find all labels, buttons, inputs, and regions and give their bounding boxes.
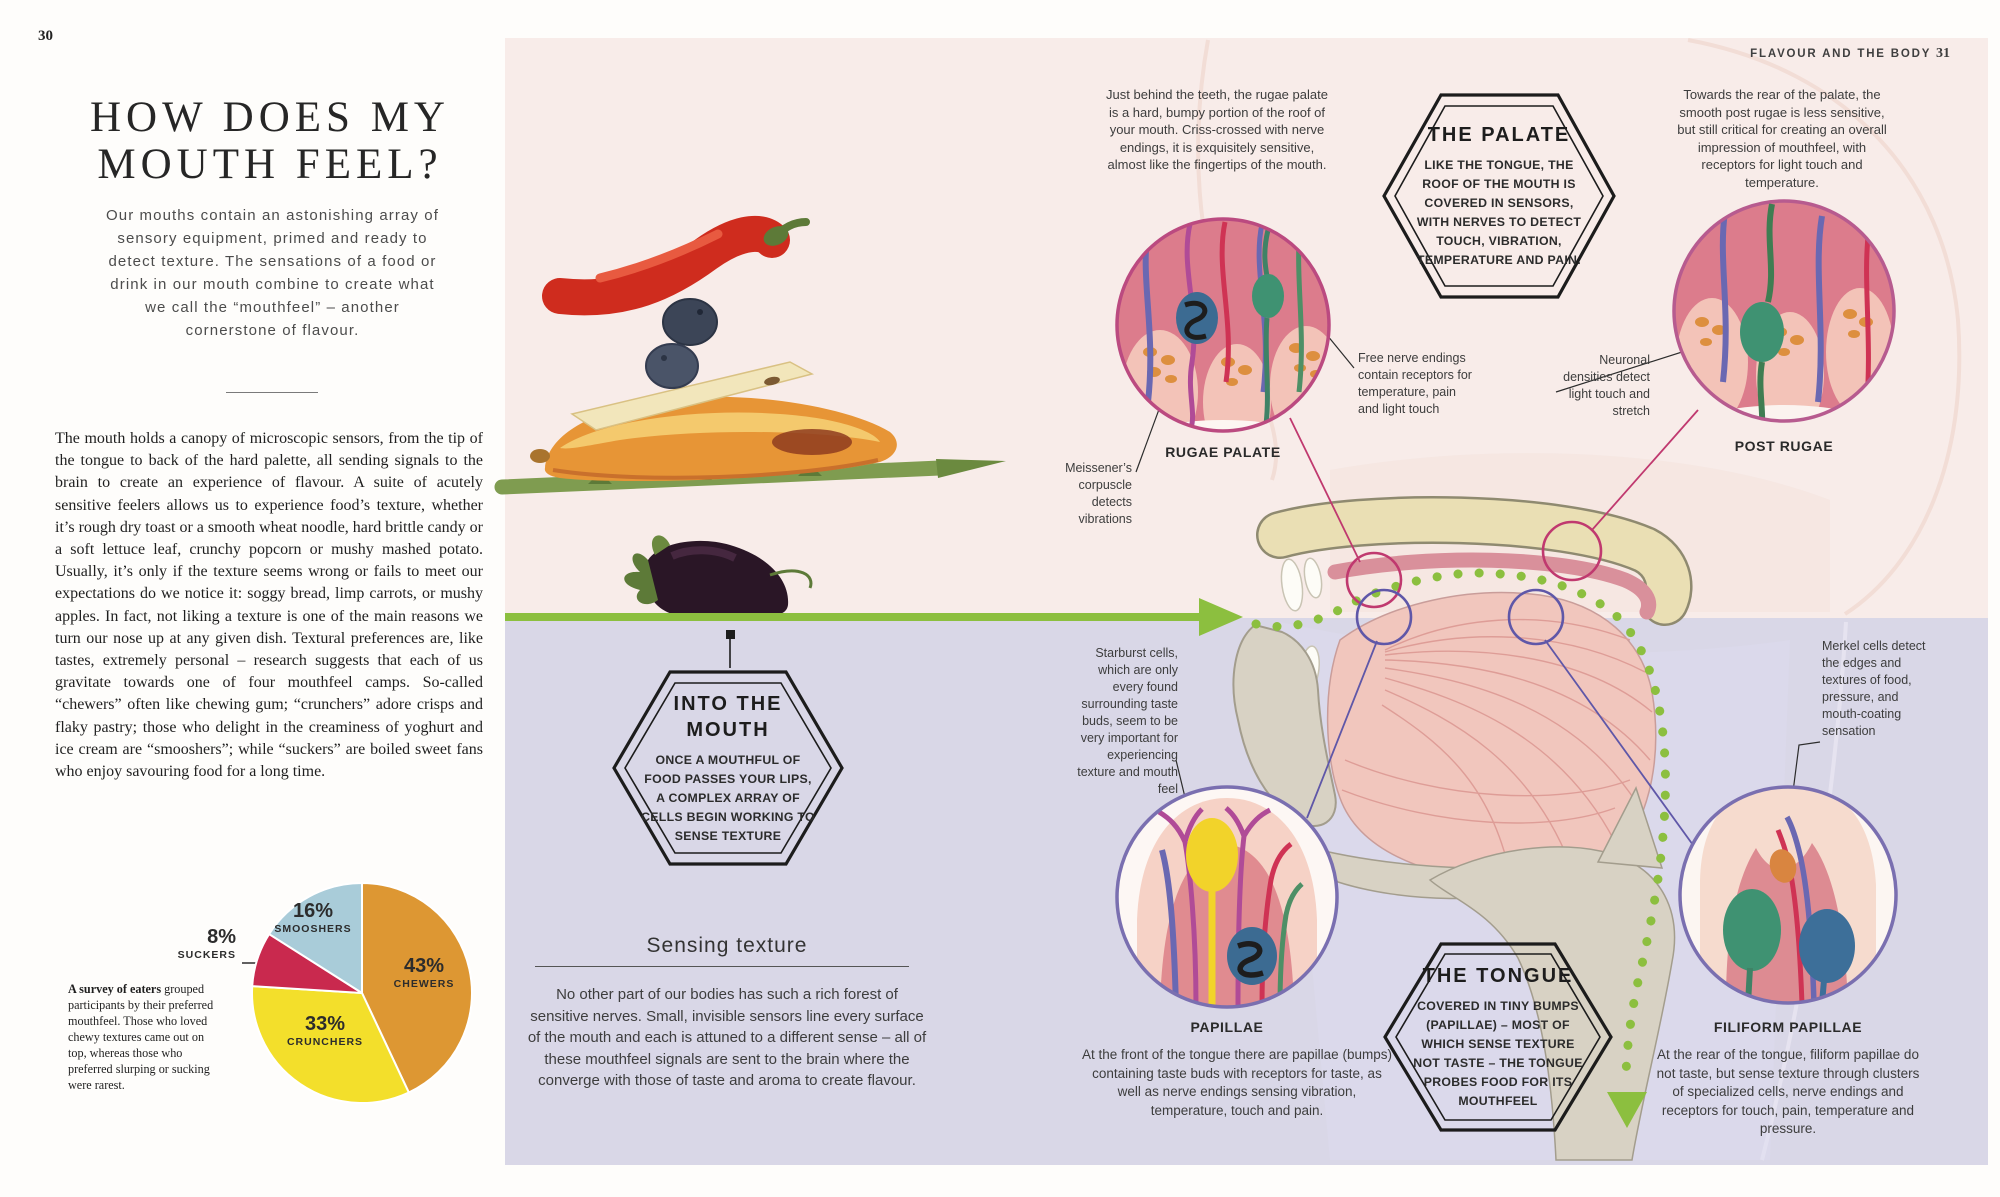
- palate-hex-title: THE PALATE: [1427, 124, 1571, 146]
- running-header-text: FLAVOUR AND THE BODY: [1750, 48, 1931, 60]
- tongue-hexagon-callout: THE TONGUE COVERED IN TINY BUMPS (PAPILL…: [1383, 936, 1613, 1138]
- sensing-texture-title: Sensing texture: [646, 934, 808, 957]
- chewers-name: CHEWERS: [393, 978, 455, 990]
- suckers-name: SUCKERS: [177, 949, 236, 961]
- meissener-label: Meissener’s corpuscle detects vibrations: [1065, 461, 1132, 526]
- hexagon-border-icon: [612, 670, 844, 866]
- smooshers-name: SMOOSHERS: [274, 923, 352, 935]
- smooshers-pct: 16%: [292, 900, 334, 922]
- intro-paragraph: Our mouths contain an astonishing array …: [105, 207, 440, 339]
- into-hex-title-line1: INTO THE: [673, 692, 783, 715]
- title-divider: [226, 392, 318, 393]
- chewers-pct: 43%: [403, 955, 445, 977]
- free-nerve-label: Free nerve endings contain receptors for…: [1358, 351, 1472, 416]
- merkel-cells-label: Merkel cells detect the edges and textur…: [1822, 639, 1926, 738]
- into-hex-body: ONCE A MOUTHFUL OF FOOD PASSES YOUR LIPS…: [641, 752, 815, 843]
- running-header: FLAVOUR AND THE BODY 31: [1650, 46, 1950, 62]
- pie-caption-rest: grouped participants by their preferred …: [68, 982, 214, 1092]
- tongue-hex-body: COVERED IN TINY BUMPS (PAPILLAE) – MOST …: [1413, 999, 1583, 1108]
- sensing-texture-body: No other part of our bodies has such a r…: [527, 986, 927, 1089]
- sensing-texture-rule: [535, 966, 909, 967]
- suckers-pct: 8%: [207, 926, 236, 948]
- starburst-cells-label: Starburst cells, which are only every fo…: [1077, 646, 1178, 796]
- into-hex-title-line2: MOUTH: [686, 718, 770, 741]
- page-number-right: 31: [1936, 46, 1950, 61]
- palate-hex-body: LIKE THE TONGUE, THE ROOF OF THE MOUTH I…: [1416, 158, 1582, 267]
- pie-slice-suckers: [251, 932, 363, 994]
- tongue-hex-title: THE TONGUE: [1422, 965, 1574, 987]
- palate-hexagon-callout: THE PALATE LIKE THE TONGUE, THE ROOF OF …: [1382, 86, 1616, 306]
- filiform-caption: FILIFORM PAPILLAE: [1713, 1019, 1863, 1035]
- pie-label-smooshers: 16% SMOOSHERS: [258, 901, 368, 935]
- body-paragraph: The mouth holds a canopy of microscopic …: [55, 430, 483, 781]
- pie-label-suckers: 8% SUCKERS: [120, 927, 236, 961]
- hexagon-border-icon: [1382, 93, 1616, 299]
- post-rugae-intro-note: Towards the rear of the palate, the smoo…: [1677, 87, 1887, 190]
- crunchers-pct: 33%: [304, 1013, 346, 1035]
- page-title-line1: HOW DOES MY: [90, 94, 450, 141]
- neuronal-densities-label: Neuronal densities detect light touch an…: [1563, 353, 1650, 418]
- pie-chart-caption: A survey of eaters grouped participants …: [68, 981, 224, 1093]
- rugae-intro-note: Just behind the teeth, the rugae palate …: [1106, 87, 1328, 172]
- crunchers-name: CRUNCHERS: [286, 1036, 364, 1048]
- page-number-left: 30: [38, 28, 53, 44]
- page-title-line2: MOUTH FEEL?: [97, 141, 443, 188]
- page-title: HOW DOES MY MOUTH FEEL?: [50, 94, 490, 188]
- filiform-body-text: At the rear of the tongue, filiform papi…: [1656, 1047, 1920, 1136]
- hexagon-border-icon: [1383, 942, 1613, 1132]
- pie-caption-lead: A survey of eaters: [68, 982, 162, 996]
- papillae-body-text: At the front of the tongue there are pap…: [1082, 1047, 1392, 1118]
- pie-label-crunchers: 33% CRUNCHERS: [270, 1014, 380, 1048]
- rugae-palate-caption: RUGAE PALATE: [1165, 444, 1281, 460]
- into-the-mouth-hexagon-callout: INTO THE MOUTH ONCE A MOUTHFUL OF FOOD P…: [612, 664, 844, 872]
- post-rugae-caption: POST RUGAE: [1734, 438, 1834, 454]
- papillae-caption: PAPILLAE: [1190, 1019, 1264, 1035]
- pie-label-chewers: 43% CHEWERS: [369, 956, 479, 990]
- suckers-arrow-icon: [276, 958, 286, 968]
